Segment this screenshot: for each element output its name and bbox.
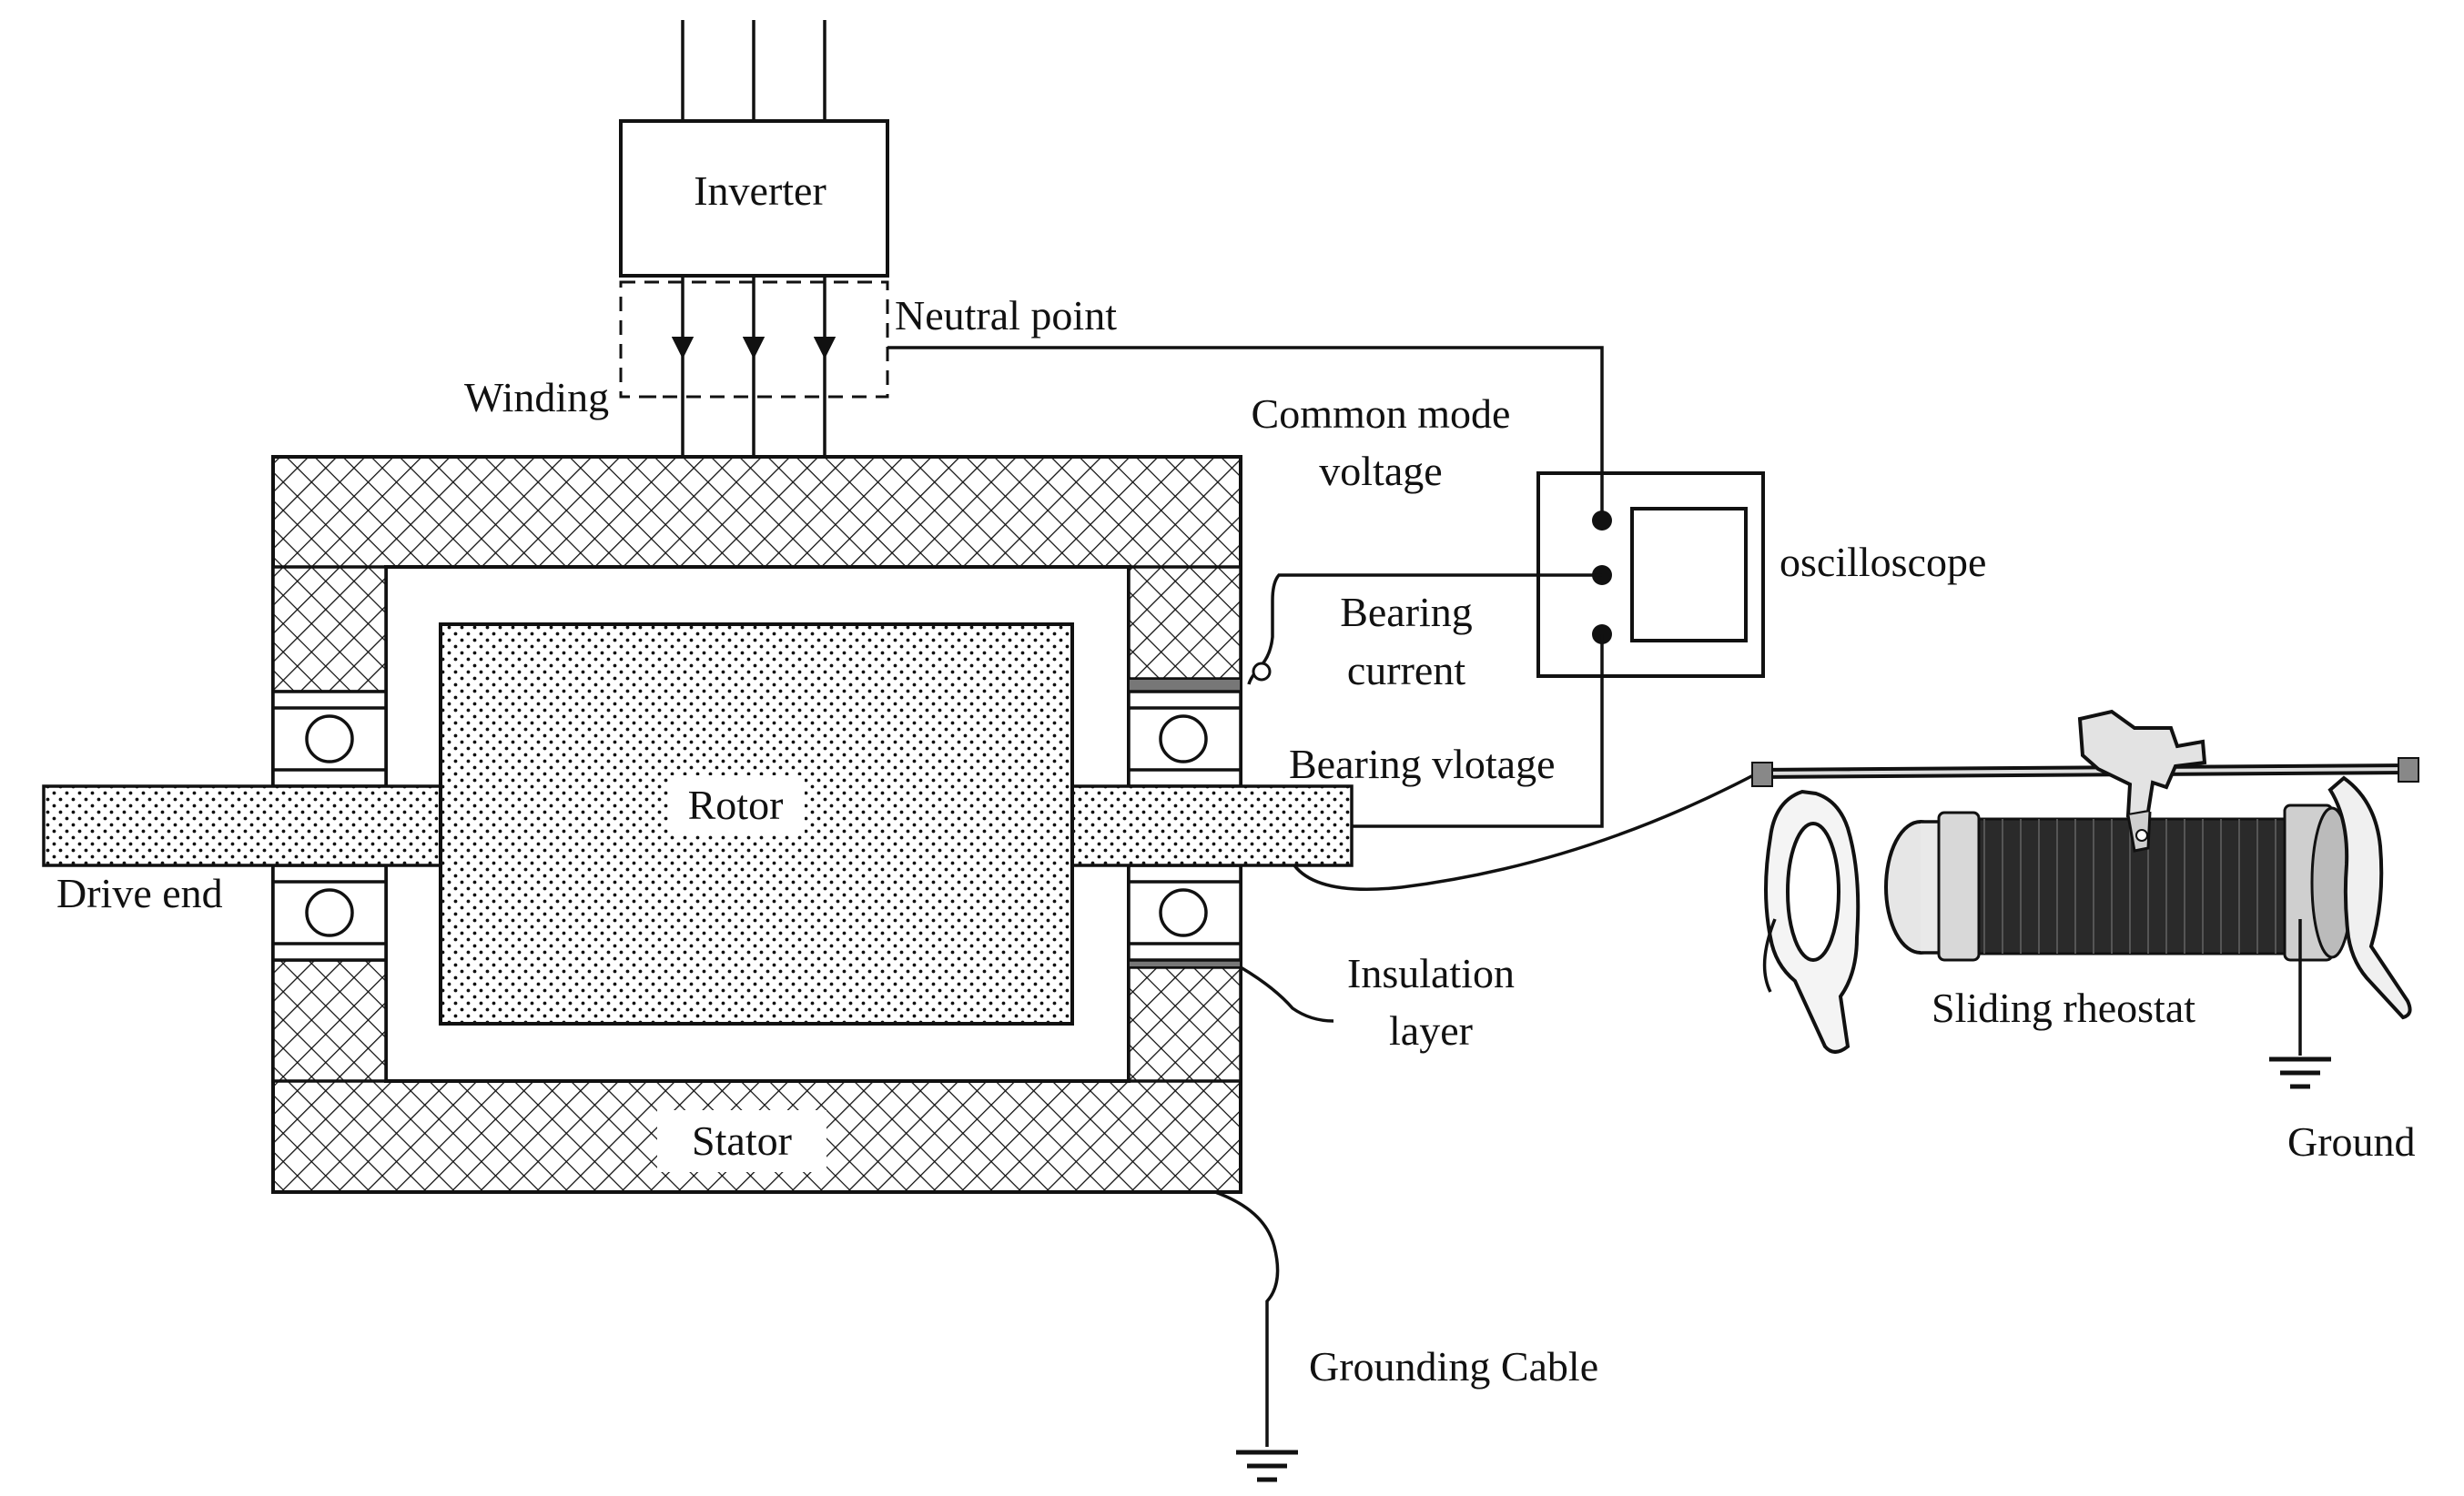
bearing-current-label-line1: Bearing xyxy=(1340,589,1473,635)
right-bracket-lower xyxy=(1127,965,1242,1083)
neutral-wire xyxy=(887,346,1604,521)
rotor-label-bg xyxy=(670,775,805,835)
ground-label: Ground xyxy=(2287,1118,2416,1165)
neutral-point-label: Neutral point xyxy=(895,292,1117,339)
shaft-right xyxy=(1070,784,1354,867)
bearing-voltage-wire xyxy=(1352,634,1604,828)
oscilloscope-terminal-1 xyxy=(1592,510,1612,531)
oscilloscope-screen xyxy=(1630,507,1748,642)
insulation-layer-label-line1: Insulation xyxy=(1347,950,1515,996)
bearing-voltage-label: Bearing vlotage xyxy=(1289,741,1556,787)
phase-lines xyxy=(671,276,837,457)
common-mode-voltage-label-line1: Common mode xyxy=(1252,390,1511,437)
bearing-ball-icon xyxy=(1159,714,1208,763)
grounding-cable xyxy=(1214,1190,1280,1447)
bearing-current-label-line2: current xyxy=(1347,647,1465,693)
bearing-right-upper xyxy=(1127,690,1242,788)
shaft-to-rheostat-wire xyxy=(1293,772,1758,891)
rotor-label: Rotor xyxy=(688,782,784,828)
ground-icon xyxy=(1236,1452,1298,1480)
stator-label-bg xyxy=(657,1110,826,1172)
shaft-left xyxy=(42,784,442,867)
bearing-left-lower xyxy=(271,864,388,962)
winding-label: Winding xyxy=(464,374,609,420)
sliding-rheostat-icon xyxy=(1751,709,2419,1054)
bearing-left-upper xyxy=(271,690,388,788)
common-mode-voltage-label-line2: voltage xyxy=(1319,448,1442,494)
left-bracket-upper xyxy=(271,565,388,693)
bearing-ball-icon xyxy=(305,714,354,763)
left-bracket-lower xyxy=(271,958,388,1083)
sliding-rheostat-label: Sliding rheostat xyxy=(1932,985,2195,1031)
bearing-right-lower xyxy=(1127,864,1242,962)
current-probe-icon xyxy=(1252,662,1272,682)
drive-end-label: Drive end xyxy=(56,870,223,916)
insulation-layer-upper xyxy=(1128,678,1242,692)
ground-icon xyxy=(2269,1059,2331,1087)
inverter-label: Inverter xyxy=(694,167,826,214)
insulation-layer-label-line2: layer xyxy=(1389,1007,1473,1054)
right-bracket-upper xyxy=(1127,565,1242,681)
stator-label: Stator xyxy=(692,1117,792,1164)
grounding-cable-label: Grounding Cable xyxy=(1309,1343,1598,1390)
insulation-leader xyxy=(1240,965,1334,1023)
oscilloscope-label: oscilloscope xyxy=(1780,539,1986,585)
bearing-ball-icon xyxy=(305,888,354,937)
supply-lines xyxy=(681,20,826,121)
bearing-ball-icon xyxy=(1159,888,1208,937)
